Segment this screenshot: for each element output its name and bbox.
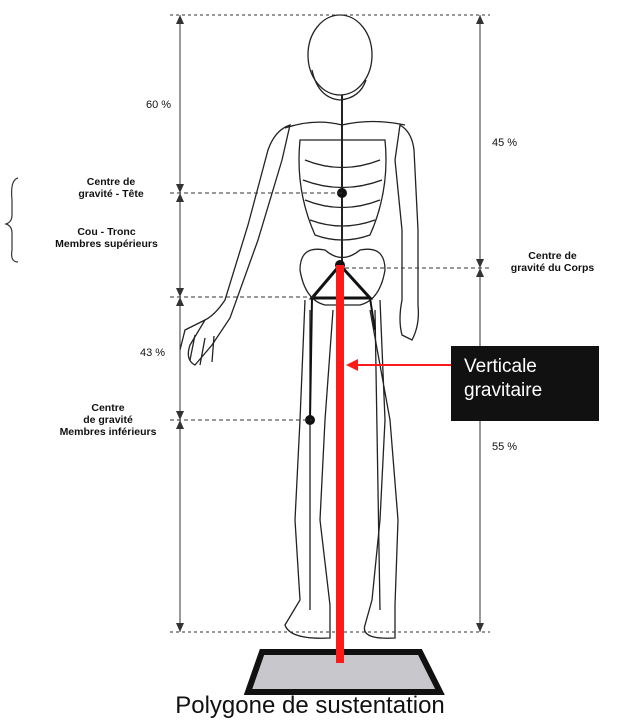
vertical-gravity-label: Verticale gravitaire bbox=[451, 346, 599, 421]
arrow-left-head-down bbox=[176, 184, 184, 193]
vertical-gravity-line2: gravitaire bbox=[464, 379, 599, 403]
arrow-left-bottom bbox=[176, 623, 184, 632]
label-neck-trunk-line2: Membres supérieurs bbox=[34, 238, 179, 250]
arrow-left-hip-up bbox=[176, 297, 184, 306]
skull bbox=[308, 15, 372, 95]
arrow-right-bottom bbox=[476, 623, 484, 632]
label-cg-head-line1: Centre de bbox=[46, 176, 176, 188]
label-cg-body-line1: Centre de bbox=[490, 250, 615, 262]
arrow-left-top bbox=[176, 15, 184, 24]
percent-43: 43 % bbox=[140, 347, 165, 359]
shoulders bbox=[285, 122, 405, 129]
label-cg-body-line2: gravité du Corps bbox=[490, 262, 615, 274]
percent-60: 60 % bbox=[146, 99, 171, 111]
label-cg-body: Centre de gravité du Corps bbox=[490, 250, 615, 274]
label-neck-trunk: Cou - Tronc Membres supérieurs bbox=[34, 226, 179, 250]
label-cg-head-line2: gravité - Tête bbox=[46, 188, 176, 200]
leg-right bbox=[364, 300, 398, 638]
percent-55: 55 % bbox=[492, 441, 517, 453]
label-cg-lower-line3: Membres inférieurs bbox=[38, 426, 178, 438]
label-cg-lower: Centre de gravité Membres inférieurs bbox=[38, 402, 178, 438]
label-cg-lower-line2: de gravité bbox=[38, 414, 178, 426]
left-brace bbox=[6, 178, 18, 262]
label-neck-trunk-line1: Cou - Tronc bbox=[34, 226, 179, 238]
arm-right bbox=[395, 125, 418, 340]
arrow-right-mid-down bbox=[476, 259, 484, 268]
gravity-pointer-head bbox=[346, 359, 358, 371]
percent-45: 45 % bbox=[492, 137, 517, 149]
label-cg-head: Centre de gravité - Tête bbox=[46, 176, 176, 200]
vertical-gravity-line1: Verticale bbox=[464, 355, 599, 379]
polygon-label: Polygone de sustentation bbox=[0, 692, 620, 720]
hand-left bbox=[180, 320, 214, 365]
label-cg-lower-line1: Centre bbox=[38, 402, 178, 414]
arrow-left-head-up bbox=[176, 193, 184, 202]
arrow-right-top bbox=[476, 15, 484, 24]
arm-left bbox=[188, 125, 290, 365]
arrow-right-mid-up bbox=[476, 268, 484, 277]
arrow-left-hip-down bbox=[176, 288, 184, 297]
leg-left bbox=[285, 300, 333, 638]
